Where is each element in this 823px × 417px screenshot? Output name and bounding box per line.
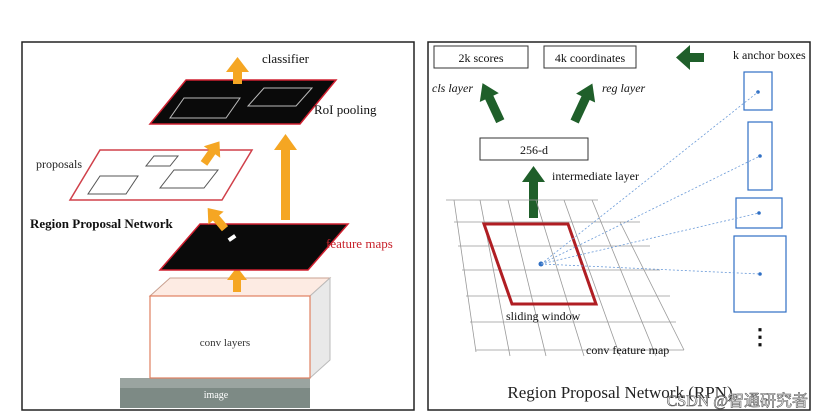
conv-feature-grid (446, 199, 685, 357)
proposals-label: proposals (36, 157, 82, 171)
proposal-box-2 (158, 169, 220, 189)
anchor-box-1 (743, 71, 773, 111)
d256-box (479, 137, 589, 161)
feature-map-dot (227, 234, 237, 242)
anchor-center-3 (757, 211, 761, 215)
arrow-roi-to-classifier (226, 57, 249, 84)
anchor-box-3 (735, 197, 783, 229)
arrow-to-reg (570, 83, 596, 124)
sliding-window (481, 222, 599, 306)
roi-pooling-plane (148, 79, 338, 125)
watermark: CSDN @智通研究者 (667, 392, 808, 410)
reg-layer-label: reg layer (602, 81, 646, 95)
roi-box-2 (246, 87, 314, 107)
image-label: image (204, 390, 229, 401)
arrow-feature-to-roi (274, 134, 297, 220)
rpn-title: Region Proposal Network (RPN) (507, 383, 732, 402)
roi-box-1 (169, 97, 241, 119)
conv-box-side (309, 276, 331, 380)
proposal-box-1 (87, 175, 139, 195)
arrow-feature-to-proposals (207, 208, 229, 232)
roi-pooling-label: RoI pooling (314, 102, 377, 117)
feature-maps-label: feature maps (326, 236, 393, 251)
input-image-highlight (120, 378, 310, 388)
rpn-label: Region Proposal Network (30, 216, 174, 231)
arrow-to-cls (479, 83, 505, 124)
arrow-anchors-to-coordinates (676, 45, 704, 70)
scores-label: 2k scores (459, 51, 504, 65)
feature-maps-plane (158, 223, 350, 271)
classifier-label: classifier (262, 51, 310, 66)
anchor-box-4 (733, 235, 787, 313)
anchor-connectors (540, 91, 761, 275)
anchor-center-4 (758, 272, 762, 276)
intermediate-layer-label: intermediate layer (552, 169, 639, 183)
cls-layer-label: cls layer (432, 81, 473, 95)
anchor-box-2 (747, 121, 773, 191)
coordinates-label: 4k coordinates (555, 51, 626, 65)
coordinates-box (543, 45, 637, 69)
arrow-proposals-to-roi (200, 141, 221, 166)
arrow-conv-to-feature (227, 267, 247, 292)
sliding-window-label: sliding window (506, 309, 581, 323)
proposals-plane (68, 149, 254, 201)
arrow-window-to-256d (522, 166, 545, 218)
conv-feature-map-label: conv feature map (586, 343, 669, 357)
more-anchors-ellipsis: ⋮ (749, 324, 771, 349)
d256-label: 256-d (520, 143, 548, 157)
proposal-box-3 (144, 155, 180, 167)
scores-box (433, 45, 529, 69)
conv-layers-label: conv layers (200, 337, 250, 349)
conv-layers-box (149, 295, 311, 379)
anchor-boxes-label: k anchor boxes (733, 48, 806, 62)
